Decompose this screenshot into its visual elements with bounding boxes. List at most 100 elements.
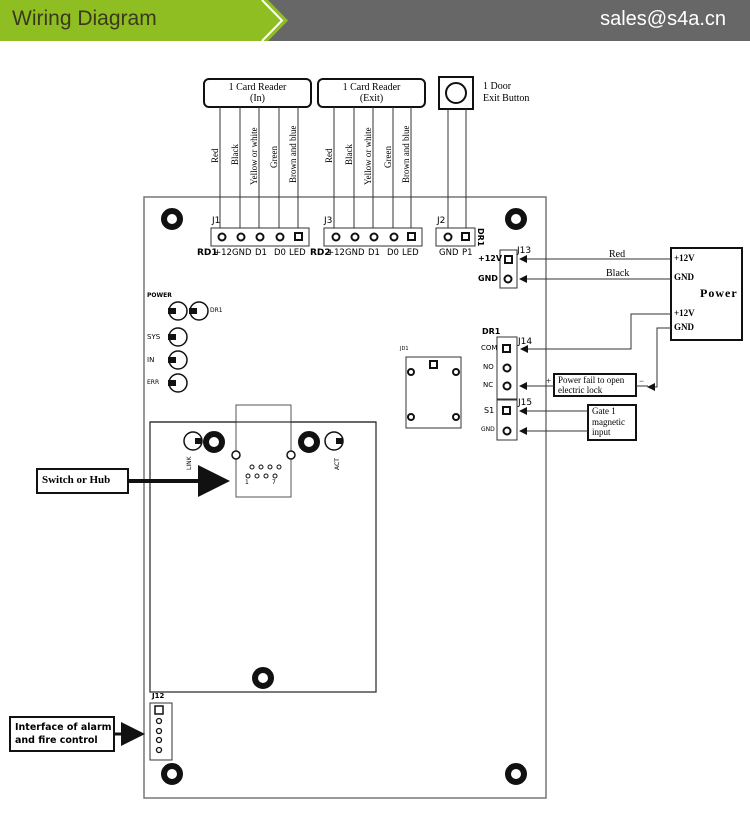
mounting-hole [203, 431, 225, 453]
jd1-label: JD1 [400, 346, 409, 352]
led-sys-label: SYS [147, 333, 161, 341]
pin-label: GND [345, 248, 365, 258]
j14-pin-nc: NC [483, 381, 494, 389]
wire-color-label: Green [383, 146, 393, 168]
power-pin-gnd-1: GND [674, 272, 694, 282]
power-pin-12v-2: +12V [674, 308, 695, 318]
pin-label: +12 [214, 248, 232, 258]
exit-button-title: 1 Door [483, 81, 512, 92]
polarity-plus: + [546, 376, 552, 386]
gate-input-line3: input [592, 427, 611, 437]
pcb-board [143, 196, 547, 799]
wire-color-label: Black [344, 144, 354, 165]
j3-prefix: RD2 [310, 248, 331, 258]
power-pin-gnd-2: GND [674, 322, 694, 332]
header-bar: Wiring Diagram sales@s4a.cn [0, 0, 750, 41]
pin-label: P1 [462, 248, 473, 258]
gate-input-line1: Gate 1 [592, 406, 616, 416]
power-fail-lock-line1: Power fail to open [558, 375, 625, 385]
reader-in-box [203, 78, 312, 108]
wire-color-label: Red [324, 148, 334, 164]
pin-label: LED [289, 248, 306, 258]
j2-dr1-label: DR1 [476, 228, 485, 247]
led-dr1-label: DR1 [210, 307, 223, 314]
pin-label: +12 [327, 248, 345, 258]
mounting-hole [505, 208, 527, 230]
pin-label: D0 [387, 248, 399, 258]
power-title: Power [700, 286, 738, 300]
led-in-label: IN [147, 356, 155, 364]
exit-button-subtitle: Exit Button [483, 93, 530, 104]
j15-pin-gnd: GND [481, 426, 495, 433]
exit-button-label: 1 Door Exit Button [483, 81, 529, 105]
pin-label: D1 [255, 248, 267, 258]
reader-exit-subtitle: (Exit) [359, 93, 384, 104]
mounting-hole [505, 763, 527, 785]
reader-exit-label: 1 Card Reader (Exit) [318, 82, 425, 104]
wire-black-label: Black [606, 268, 630, 279]
j1-label: J1 [212, 216, 221, 226]
pin-label: D0 [274, 248, 286, 258]
wire-color-label: Yellow or white [363, 127, 373, 185]
header-green-banner [0, 0, 288, 41]
wire-color-label: Red [210, 148, 220, 164]
wire-color-label: Brown and blue [401, 125, 411, 184]
power-supply-box [670, 247, 743, 341]
wire-color-label: Brown and blue [288, 125, 298, 184]
alarm-interface-line1: Interface of alarm [15, 722, 112, 733]
mounting-hole [161, 763, 183, 785]
rj45-pin-7: 7 [272, 479, 276, 486]
wire-red-label: Red [609, 249, 626, 260]
exit-button-box [438, 76, 474, 110]
reader-exit-box [317, 78, 426, 108]
pin-label: GND [232, 248, 252, 258]
j12-label: J12 [152, 692, 165, 700]
power-fail-lock-line2: electric lock [558, 385, 603, 395]
mounting-hole [161, 208, 183, 230]
j13-pin-gnd: GND [478, 274, 498, 283]
led-act-label: ACT [334, 458, 341, 470]
reader-in-subtitle: (In) [250, 93, 265, 104]
j2-label: J2 [437, 216, 446, 226]
power-pin-12v-1: +12V [674, 253, 695, 263]
led-link-label: LINK [186, 456, 193, 470]
mounting-hole [252, 667, 274, 689]
reader-exit-title: 1 Card Reader [342, 82, 401, 93]
reader-in-label: 1 Card Reader (In) [204, 82, 311, 104]
reader-in-title: 1 Card Reader [228, 82, 287, 93]
contact-email: sales@s4a.cn [600, 8, 726, 30]
j1-prefix: RD1 [197, 248, 218, 258]
mounting-hole [298, 431, 320, 453]
exit-button-circle [445, 82, 467, 104]
switch-hub-label: Switch or Hub [42, 474, 111, 486]
j13-pin-12v: +12V [478, 254, 503, 263]
rj45-pin-1: 1 [245, 479, 249, 486]
pin-label: GND [439, 248, 459, 258]
wire-color-label: Yellow or white [249, 127, 259, 185]
j14-pin-com: COM [481, 344, 498, 352]
pin-label: D1 [368, 248, 380, 258]
alarm-interface-line2: and fire control [15, 735, 98, 746]
j14-pin-no: NO [483, 363, 494, 371]
gate-input-box [587, 404, 637, 441]
pin-label: LED [402, 248, 419, 258]
gate-input-label: Gate 1 magnetic input [592, 406, 625, 438]
j14-label: J14 [518, 337, 533, 347]
power-fail-lock-box [553, 373, 637, 397]
polarity-minus: − [639, 376, 645, 386]
led-err-label: ERR [147, 379, 160, 386]
gate-input-line2: magnetic [592, 416, 625, 427]
j15-pin-s1: S1 [484, 406, 495, 415]
j13-label: J13 [517, 246, 532, 256]
alarm-interface-label: Interface of alarm and fire control [15, 721, 112, 747]
page-title: Wiring Diagram [12, 7, 157, 30]
wire-color-label: Green [269, 146, 279, 168]
mounting-holes [161, 208, 527, 785]
j14-group-label: DR1 [482, 327, 501, 336]
led-power-label: POWER [147, 292, 172, 299]
wire-color-label: Black [230, 144, 240, 165]
j15-label: J15 [518, 398, 533, 408]
power-fail-lock-label: Power fail to open electric lock [558, 375, 624, 395]
j3-label: J3 [324, 216, 333, 226]
